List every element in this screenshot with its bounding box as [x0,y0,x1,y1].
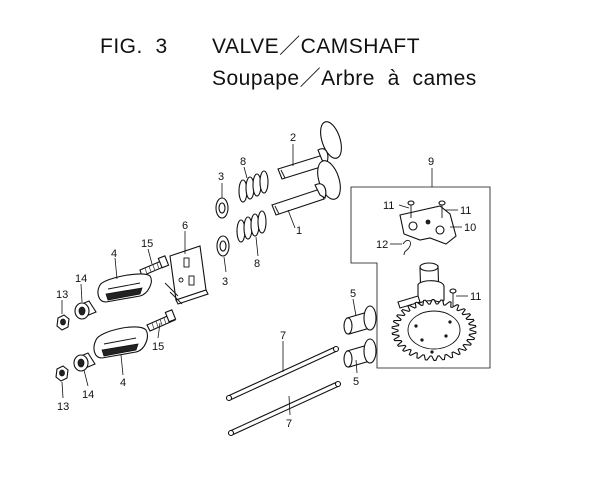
callout-11b: 11 [460,205,471,217]
spring-clip [402,239,411,256]
callout-14a: 14 [75,273,87,285]
callout-2: 2 [290,132,296,144]
valve-spring-lower [236,210,267,243]
callout-4b: 4 [120,377,126,389]
pivot-nut-upper [74,300,97,320]
rocker-arm-upper [97,273,152,303]
callout-3b: 3 [222,276,228,288]
figure-number: FIG. 3 [100,35,168,58]
push-rod-lower [227,380,342,437]
gear-hole [444,334,448,338]
rocker-arm-lower [93,326,148,359]
callout-14b: 14 [82,389,94,401]
push-rod-upper [225,345,340,402]
gear-hole [420,338,424,342]
figure-title: VALVE／CAMSHAFT [212,35,421,58]
valve-spring-upper [238,170,269,203]
gear-teeth [391,299,477,361]
tappet-lower [343,338,377,368]
tappet-upper [343,305,377,335]
figure-heading: FIG. 3 VALVE／CAMSHAFT [100,30,420,60]
callout-7a: 7 [280,330,286,342]
cam-gear [391,299,477,361]
leader-lines [61,144,468,416]
pin-upper-left [407,200,415,218]
callout-11c: 11 [470,291,481,303]
callout-3a: 3 [218,171,224,183]
callout-8b: 8 [254,258,260,270]
pin-lower [449,288,457,306]
callout-1: 1 [296,225,302,237]
callout-numbers: 2 1 3 3 8 8 6 15 15 4 4 14 14 13 13 7 7 … [56,132,481,430]
gear-hole [448,320,452,324]
callout-11a: 11 [383,200,394,212]
pin-upper-right [438,200,446,218]
callout-12: 12 [376,239,388,251]
rocker-stud-lower [146,309,177,332]
gear-hole [414,324,418,328]
spring-retainer-upper [215,197,229,219]
camshaft-assembly-frame [350,186,491,369]
callout-6: 6 [182,220,188,232]
callout-4a: 4 [111,248,117,260]
callout-10: 10 [464,222,476,234]
intake-valve [277,121,342,180]
callout-5b: 5 [353,376,359,388]
callout-15a: 15 [141,238,153,250]
rocker-guide-plate [164,245,209,305]
governor-weight [399,205,457,245]
lock-nut-upper [56,314,70,331]
callout-13b: 13 [57,401,69,413]
lock-nut-lower [55,365,69,382]
callout-8a: 8 [240,156,246,168]
callout-13a: 13 [56,289,68,301]
gear-hole [430,350,434,354]
gear-hub-ring [407,310,461,350]
pivot-nut-lower [73,352,96,372]
callout-9: 9 [428,156,434,168]
rocker-stud-upper [139,255,170,277]
spring-retainer-lower [216,235,230,257]
exhaust-valve [271,160,341,216]
callout-7b: 7 [286,418,292,430]
callout-5a: 5 [350,288,356,300]
figure-subtitle: Soupape／Arbre à cames [212,67,477,90]
callout-15b: 15 [152,341,164,353]
